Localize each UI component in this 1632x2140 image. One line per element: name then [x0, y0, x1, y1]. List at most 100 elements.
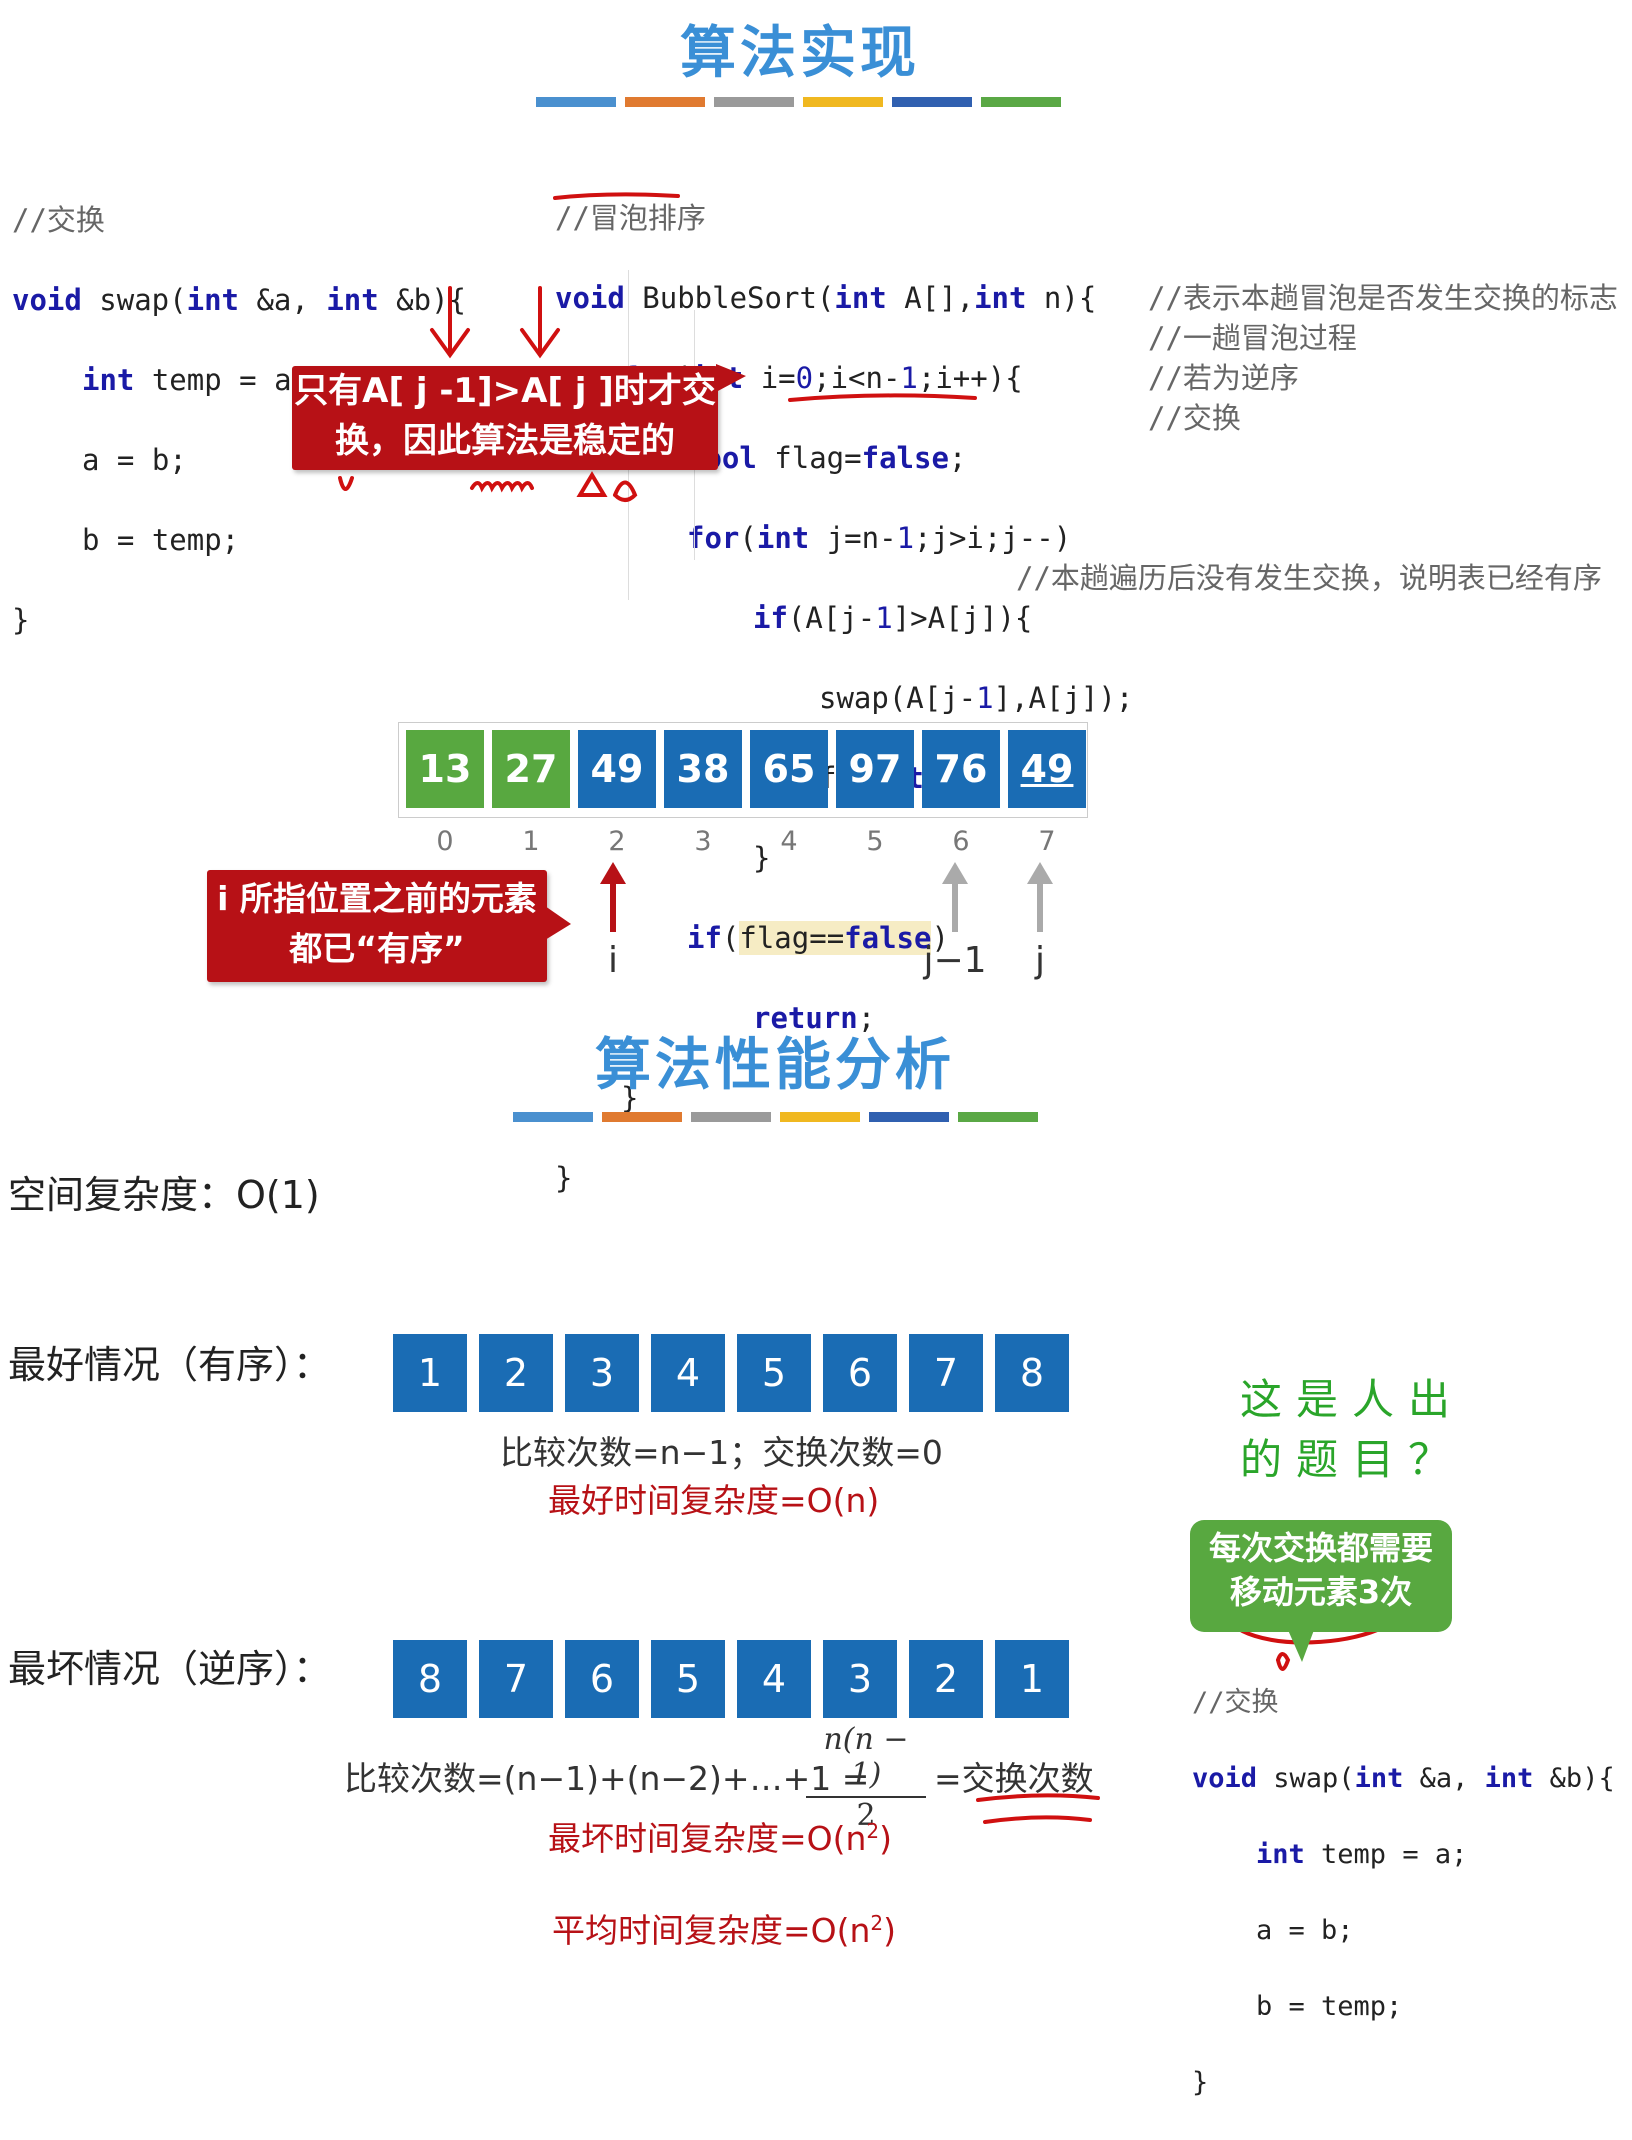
comment-reverse: //若为逆序: [1148, 361, 1299, 395]
code-token: ;: [857, 1001, 876, 1035]
code-token: (A[j-: [787, 601, 876, 635]
code-token: for: [687, 521, 740, 555]
pointer-label-j: j: [1034, 940, 1045, 981]
stripe: [981, 97, 1061, 107]
swap-code-block: //交换 void swap(int &a, int &b){ int temp…: [12, 160, 466, 680]
swap2-comment: //交换: [1192, 1687, 1279, 1718]
stripe: [958, 1112, 1038, 1122]
sorted-callout-line-2: 都已“有序”: [289, 929, 465, 968]
code-token: int: [974, 281, 1027, 315]
code-token: ]>A[j]){: [892, 601, 1033, 635]
fraction-denominator: 2: [856, 1798, 876, 1833]
sequence-cell: 3: [823, 1640, 897, 1718]
array-frame: [398, 722, 1088, 818]
array-index: 1: [522, 826, 540, 857]
comment-pass: //一趟冒泡过程: [1148, 321, 1357, 355]
best-case-counts: 比较次数=n−1；交换次数=0: [500, 1433, 943, 1472]
array-cell: 65: [750, 730, 828, 808]
code-token: int: [1484, 1763, 1534, 1794]
perf-title: 算法性能分析: [595, 1033, 955, 1098]
swap2-line-2: int temp = a;: [1192, 1836, 1615, 1874]
callout-pointer: [716, 364, 746, 392]
green-bubble-pointer: [1288, 1630, 1314, 1662]
code-token: false: [844, 921, 932, 955]
code-token: j=n-: [809, 521, 897, 555]
code-token: int: [1354, 1763, 1404, 1794]
code-token: if: [687, 921, 722, 955]
code-token: void: [1192, 1763, 1258, 1794]
fraction: n(n − 1) 2: [806, 1722, 926, 1833]
swap-comment: //交换: [12, 203, 105, 237]
sequence-cell: 7: [909, 1334, 983, 1412]
sequence-cell: 6: [823, 1334, 897, 1412]
stripe: [714, 97, 794, 107]
code-token: A[],: [886, 281, 975, 315]
handwritten-note-line-2: 的题目？: [1240, 1435, 1465, 1484]
code-token: 1: [875, 601, 893, 635]
space-complexity: 空间复杂度：O(1): [8, 1173, 320, 1217]
bubble-comment: //冒泡排序: [555, 201, 706, 235]
worst-complexity-text: 最坏时间复杂度=O(n: [548, 1819, 867, 1858]
array-index: 6: [952, 826, 970, 857]
code-token: swap(: [81, 283, 187, 317]
sorted-callout-line-1: i 所指位置之前的元素: [217, 879, 537, 918]
swap2-line-4: b = temp;: [1256, 1991, 1403, 2022]
sequence-cell: 2: [909, 1640, 983, 1718]
code-token: 1: [896, 521, 915, 555]
code-token: ): [931, 921, 949, 955]
stripe: [691, 1112, 771, 1122]
code-token: (: [721, 921, 740, 955]
sequence-cell: 7: [479, 1640, 553, 1718]
worst-case-complexity: 最坏时间复杂度=O(n2): [548, 1812, 892, 1860]
comment-swap: //交换: [1148, 401, 1241, 435]
code-token: (: [739, 521, 757, 555]
array-cell: 38: [664, 730, 742, 808]
bubble-line-4: for(int j=n-1;j>i;j--): [555, 518, 1133, 558]
sequence-cell: 1: [995, 1640, 1069, 1718]
code-token: false: [861, 441, 949, 475]
swap-code-block-2: //交换 void swap(int &a, int &b){ int temp…: [1192, 1646, 1615, 2140]
array-cell: 49: [1008, 730, 1086, 808]
stripe: [536, 97, 616, 107]
worst-case-counts: 比较次数=(n−1)+(n−2)+…+1 =: [344, 1759, 870, 1798]
code-token: 1: [976, 681, 994, 715]
code-token: if: [753, 601, 788, 635]
flag-highlight: flag==false: [739, 921, 932, 955]
array-cell: 27: [492, 730, 570, 808]
average-complexity-sup: 2: [870, 1911, 884, 1935]
stripe: [602, 1112, 682, 1122]
sequence-cell: 2: [479, 1334, 553, 1412]
code-token: ],A[j]);: [993, 681, 1134, 715]
array-cell: 49: [578, 730, 656, 808]
code-token: int: [82, 363, 135, 397]
swap-moves-line-2: 移动元素3次: [1229, 1573, 1413, 1611]
bubble-line-1: void BubbleSort(int A[],int n){: [555, 278, 1133, 318]
array-index: 3: [694, 826, 712, 857]
array-index: 4: [780, 826, 798, 857]
sequence-cell: 4: [737, 1640, 811, 1718]
code-token: swap(A[j-: [819, 681, 977, 715]
impl-title: 算法实现: [680, 21, 920, 86]
comment-sorted: //本趟遍历后没有发生交换，说明表已经有序: [1016, 561, 1602, 595]
array-index: 5: [866, 826, 884, 857]
swap2-line-3: a = b;: [1256, 1915, 1354, 1946]
stable-callout: 只有A[ j -1]>A[ j ]时才交 换，因此算法是稳定的: [292, 366, 718, 470]
code-token: 1: [900, 361, 918, 395]
stripe: [625, 97, 705, 107]
handwritten-note-line-1: 这是人出: [1240, 1375, 1465, 1424]
pointer-label-i: i: [607, 940, 618, 981]
swap2-line-5: }: [1192, 2067, 1209, 2098]
average-complexity-close: ): [883, 1911, 897, 1950]
sequence-cell: 8: [393, 1640, 467, 1718]
stripe: [513, 1112, 593, 1122]
code-token: ;: [948, 441, 967, 475]
code-token: void: [12, 283, 82, 317]
code-token: n){: [1026, 281, 1097, 315]
swap-count-equal: =交换次数: [934, 1759, 1094, 1798]
bubble-line-11: }: [621, 1081, 639, 1115]
code-token: BubbleSort(: [624, 281, 835, 315]
stripe: [780, 1112, 860, 1122]
bubble-line-6: swap(A[j-1],A[j]);: [555, 678, 1133, 718]
array-cell: 76: [922, 730, 1000, 808]
swap-line-5: }: [12, 603, 30, 637]
